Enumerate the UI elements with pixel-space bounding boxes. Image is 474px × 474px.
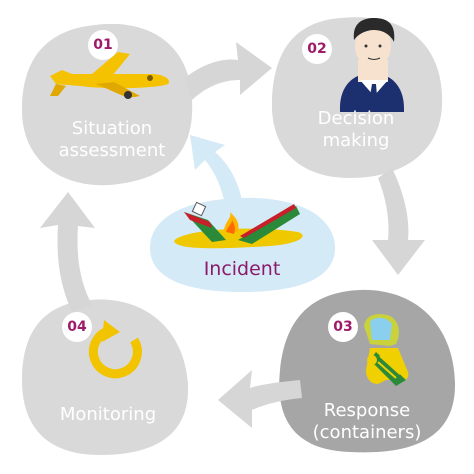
label-monitoring-line1: Monitoring [59,404,157,425]
hazmat-worker-icon [364,314,409,386]
step-number-01: 01 [88,30,118,60]
sinking-ship-icon [174,201,303,249]
arrow-3-to-4 [218,370,302,428]
airplane-icon [50,52,170,99]
arrow-4-to-1 [40,192,95,312]
label-monitoring: Monitoring [38,404,178,426]
step-number-04: 04 [62,312,92,342]
step-number-03: 03 [328,312,358,342]
label-situation-line2: assessment [58,140,166,161]
incident-arrow-to-1 [190,135,242,205]
label-situation-line1: Situation [71,118,153,139]
incident-label: Incident [203,258,281,280]
label-decision-making: Decision making [296,108,416,152]
label-situation-assessment: Situation assessment [42,118,182,162]
step-number-02: 02 [302,34,332,64]
label-response: Response (containers) [292,400,442,444]
cycle-arrow-icon [88,320,142,379]
bubble-situation-assessment [22,23,193,186]
label-response-line2: (containers) [312,422,422,443]
arrow-1-to-2 [185,42,272,100]
label-decision-line1: Decision [317,108,395,129]
label-response-line1: Response [323,400,411,421]
bubble-monitoring [22,299,189,455]
businessman-icon [340,18,404,112]
label-decision-line2: making [322,130,390,151]
arrow-2-to-3 [372,168,425,275]
